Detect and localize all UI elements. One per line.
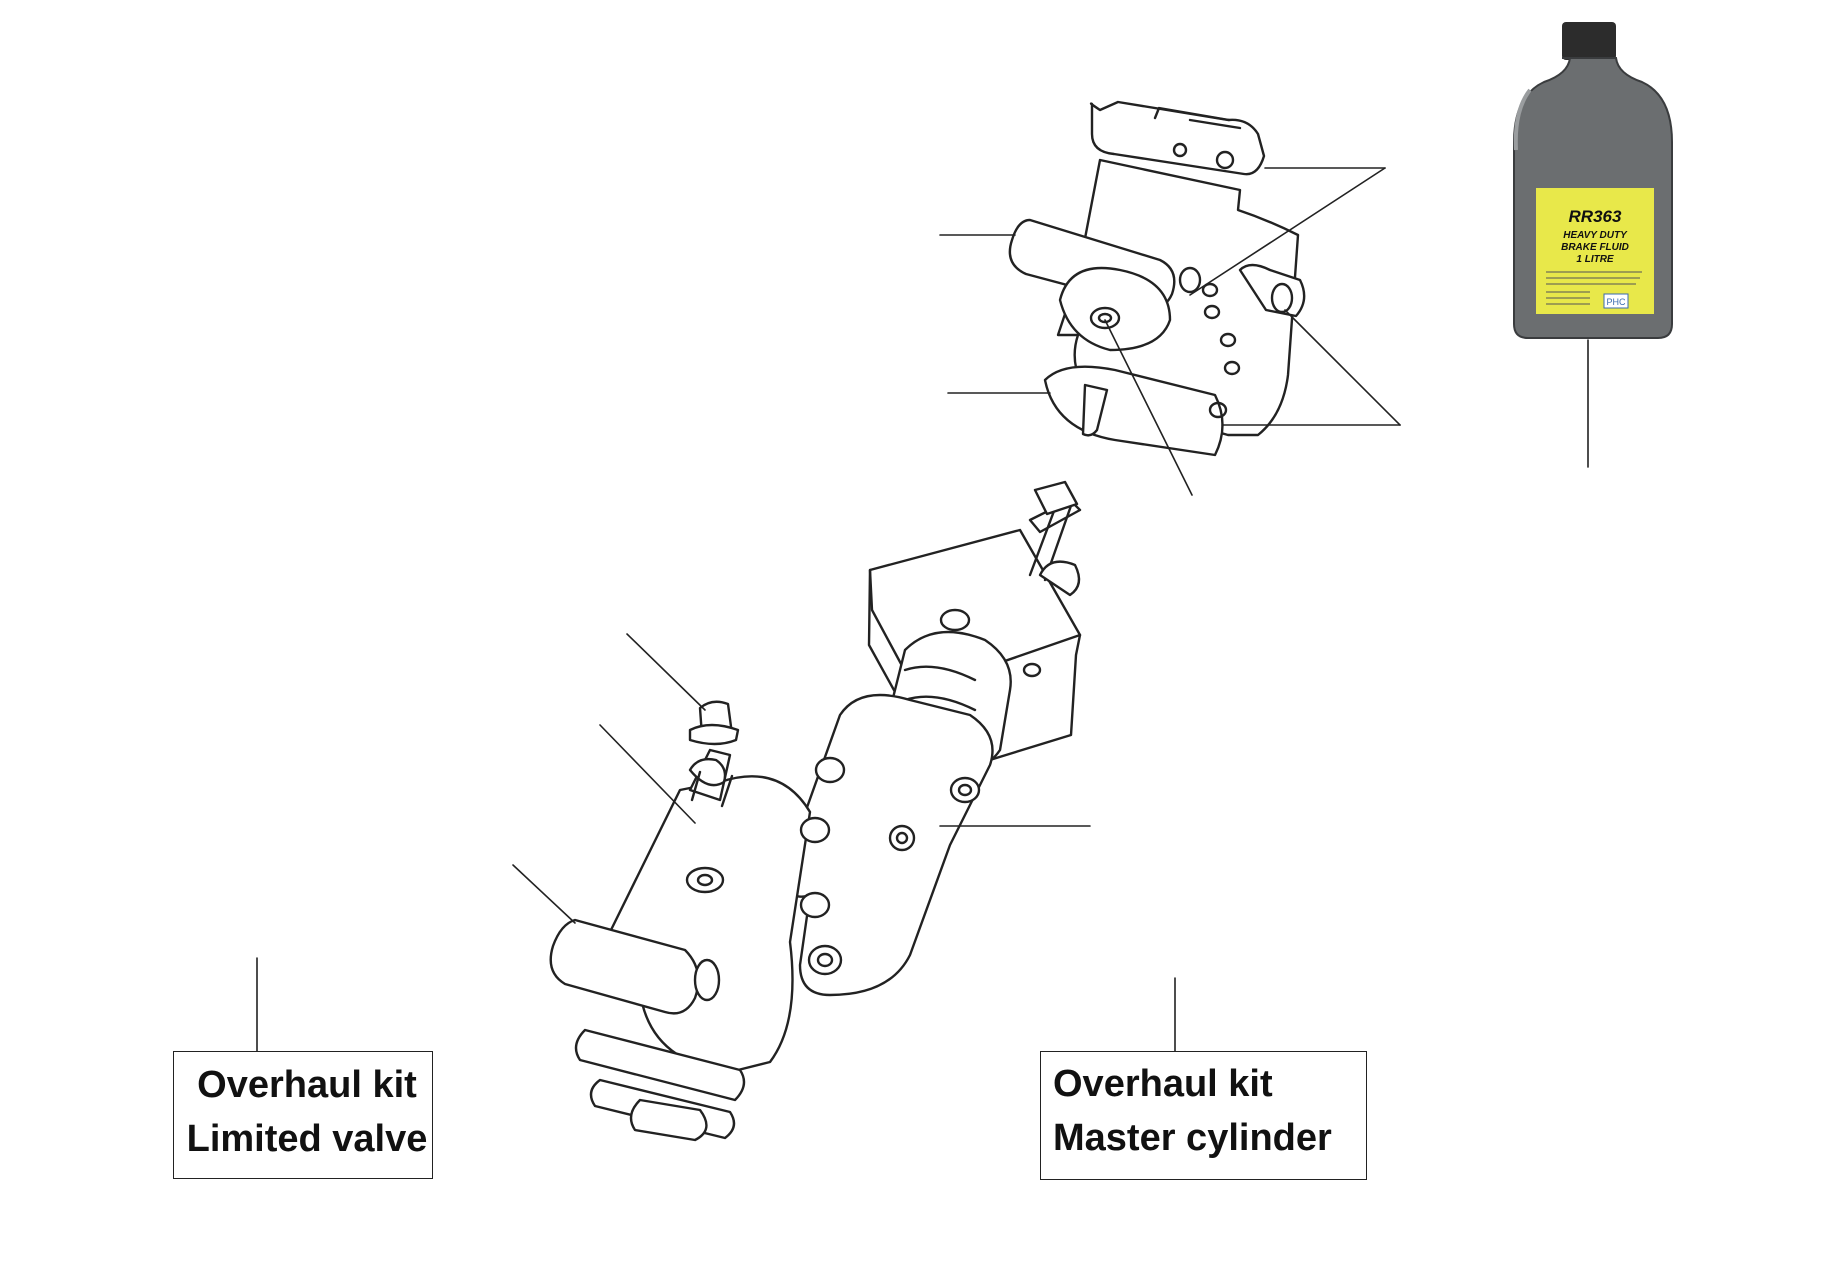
bottle-code: RR363 xyxy=(1569,207,1622,226)
bottle-label xyxy=(1536,188,1654,314)
bottle-cap xyxy=(1562,22,1616,60)
limited-valve-label-box: Overhaul kit Limited valve xyxy=(173,1051,433,1179)
limited-valve-line2: Limited valve xyxy=(186,1118,428,1160)
master-cylinder-label-box: Overhaul kit Master cylinder xyxy=(1040,1051,1367,1180)
leader-lines xyxy=(256,167,1589,1052)
bottle-line3: 1 LITRE xyxy=(1576,254,1614,265)
limited-valve-line1: Overhaul kit xyxy=(197,1064,417,1106)
bottle-line1: HEAVY DUTY xyxy=(1563,230,1628,241)
bottle-line2: BRAKE FLUID xyxy=(1561,242,1629,253)
master-cylinder-line2: Master cylinder xyxy=(1053,1117,1332,1159)
bottle-brand: PHC xyxy=(1606,297,1626,307)
master-cylinder-line1: Overhaul kit xyxy=(1053,1063,1273,1105)
master-cylinder-body xyxy=(549,480,1082,1142)
brake-fluid-bottle: RR363 HEAVY DUTY BRAKE FLUID 1 LITRE PHC xyxy=(1513,22,1673,339)
limiting-valve-body xyxy=(1008,100,1306,457)
